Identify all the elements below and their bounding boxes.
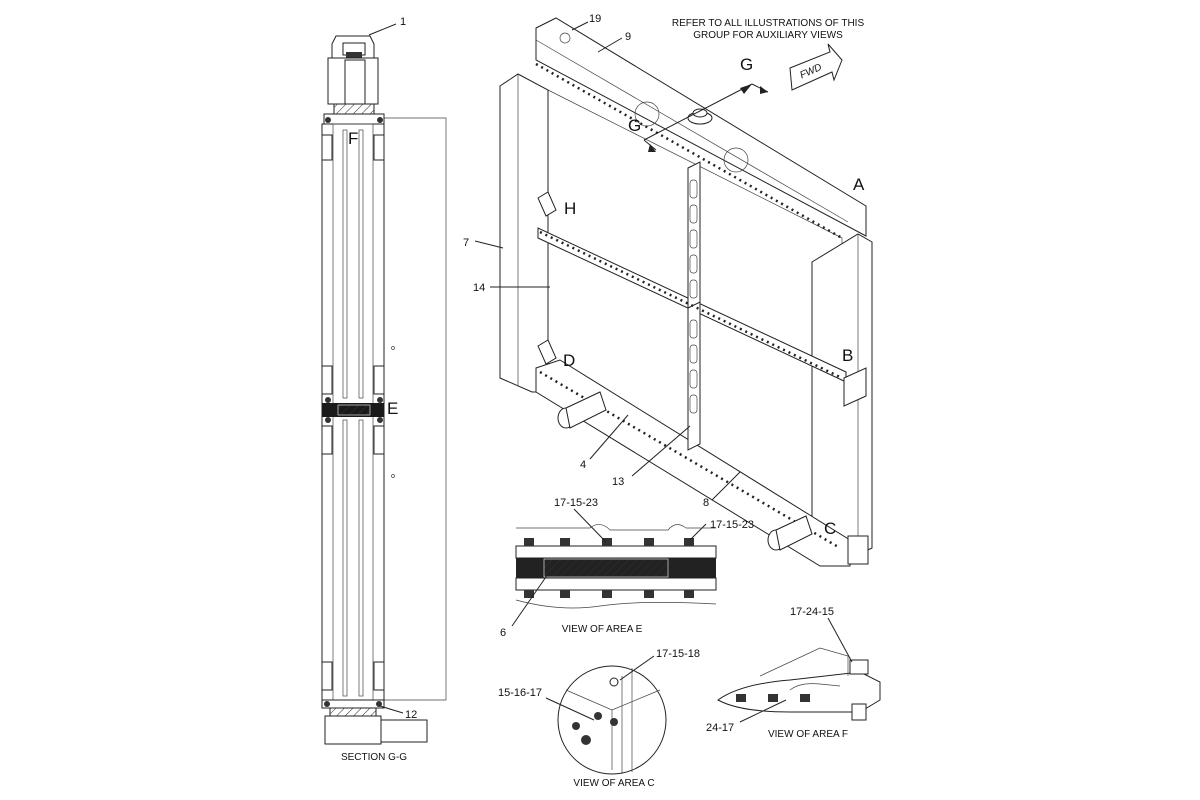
letter-f: F: [348, 129, 358, 148]
letter-g-lower: G: [628, 116, 641, 135]
caption-view-area-f: VIEW OF AREA F: [768, 729, 848, 740]
section-gg-view: [321, 23, 447, 745]
view-area-c: [545, 655, 667, 775]
callout-14: 14: [473, 282, 485, 294]
letter-c: C: [824, 519, 836, 538]
callout-7: 7: [463, 237, 469, 249]
letter-e: E: [387, 399, 398, 418]
callout-15-16-17: 15-16-17: [498, 687, 542, 699]
caption-view-area-e: VIEW OF AREA E: [562, 624, 643, 635]
callout-6: 6: [500, 627, 506, 639]
callout-12: 12: [405, 709, 417, 721]
caption-section-gg: SECTION G-G: [341, 752, 407, 763]
note-line-2: GROUP FOR AUXILIARY VIEWS: [693, 30, 843, 41]
callout-17-15-18: 17-15-18: [656, 648, 700, 660]
caption-view-area-c: VIEW OF AREA C: [573, 778, 654, 789]
callout-4: 4: [580, 459, 586, 471]
callout-17-24-15: 17-24-15: [790, 606, 834, 618]
callout-1: 1: [400, 16, 406, 28]
letter-a: A: [853, 175, 865, 194]
radiator-assembly: [474, 17, 873, 567]
view-area-f: [717, 617, 881, 723]
callout-19: 19: [589, 13, 601, 25]
callout-17-15-23-a: 17-15-23: [554, 497, 598, 509]
callout-17-15-23-b: 17-15-23: [710, 519, 754, 531]
note-line-1: REFER TO ALL ILLUSTRATIONS OF THIS: [672, 18, 865, 29]
letter-h: H: [564, 199, 576, 218]
callout-8: 8: [703, 497, 709, 509]
view-area-e: [511, 508, 717, 627]
letter-d: D: [563, 351, 575, 370]
callout-9: 9: [625, 31, 631, 43]
callout-13: 13: [612, 476, 624, 488]
letter-g-upper: G: [740, 55, 753, 74]
callout-24-17: 24-17: [706, 722, 734, 734]
letter-b: B: [842, 346, 853, 365]
